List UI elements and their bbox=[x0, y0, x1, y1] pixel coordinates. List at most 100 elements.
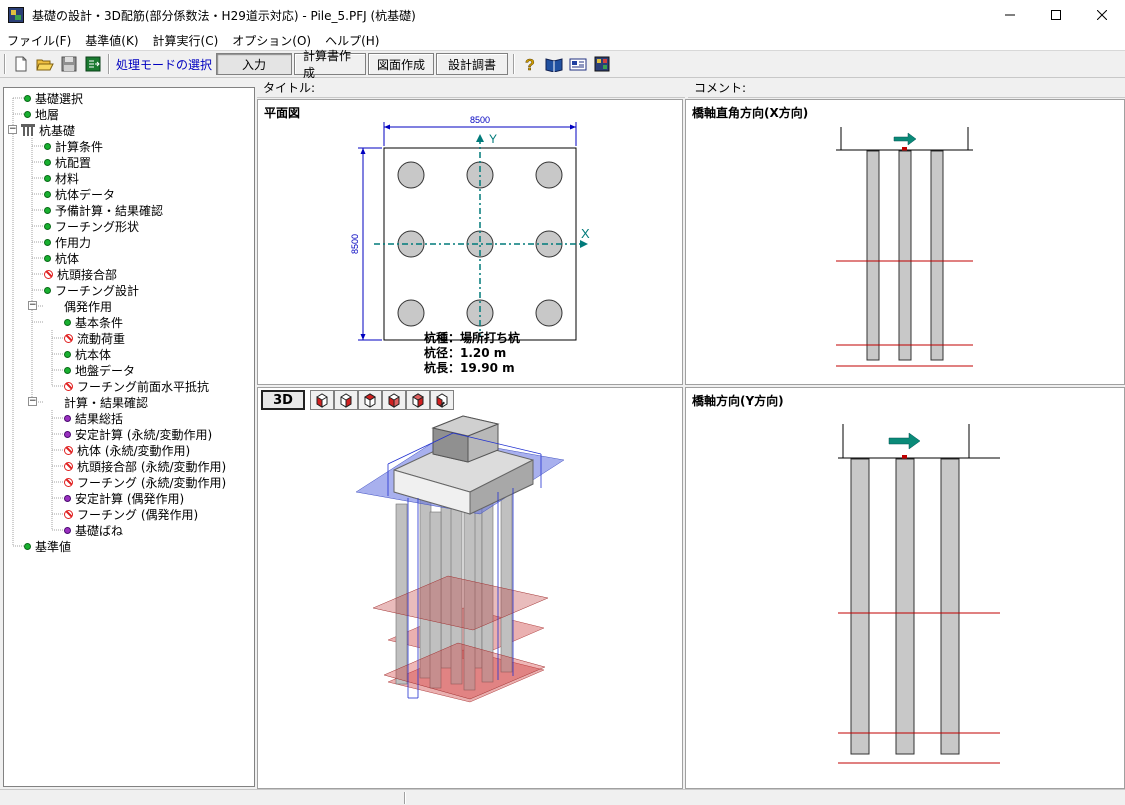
cube-back-icon bbox=[364, 393, 376, 408]
tree-item-footing-persistent[interactable]: フーチング (永続/変動作用) bbox=[64, 474, 226, 490]
pile-circle bbox=[535, 299, 563, 327]
tree-item-foundation-select[interactable]: 基礎選択 bbox=[24, 90, 83, 106]
pile-column bbox=[898, 150, 912, 361]
window-controls bbox=[987, 0, 1125, 30]
pile-columns bbox=[850, 458, 960, 755]
tree-item-standard-values[interactable]: 基準値 bbox=[24, 538, 71, 554]
width-dimension bbox=[383, 122, 577, 146]
3d-pile bbox=[429, 511, 442, 689]
menu-calculate[interactable]: 計算実行(C) bbox=[152, 33, 219, 48]
comment-header[interactable]: コメント: bbox=[688, 78, 1125, 98]
tree-item-pile-head-joint[interactable]: 杭頭接合部 bbox=[44, 266, 117, 282]
tree-item-accidental-action[interactable]: 偶発作用 bbox=[64, 299, 113, 314]
mode-report-button[interactable]: 計算書作成 bbox=[294, 49, 367, 80]
maximize-button[interactable] bbox=[1033, 0, 1079, 30]
tree-item-pile-main-body[interactable]: 杭本体 bbox=[64, 346, 111, 362]
view-left-button[interactable] bbox=[382, 390, 406, 410]
view-top-button[interactable] bbox=[406, 390, 430, 410]
status-complete-icon bbox=[44, 286, 51, 294]
mode-input-button[interactable]: 入力 bbox=[216, 53, 293, 75]
direction-arrow-icon bbox=[888, 432, 921, 450]
tree-item-calc-conditions[interactable]: 計算条件 bbox=[44, 138, 103, 154]
tree-item-footing-front-resistance[interactable]: フーチング前面水平抵抗 bbox=[64, 378, 209, 394]
status-complete-icon bbox=[44, 142, 51, 150]
mode-design-sheet-button[interactable]: 設計調書 bbox=[436, 53, 509, 75]
menu-standard-values[interactable]: 基準値(K) bbox=[85, 33, 139, 48]
tree-item-materials[interactable]: 材料 bbox=[44, 170, 79, 186]
new-file-button[interactable] bbox=[10, 53, 32, 75]
save-icon bbox=[61, 56, 77, 72]
y-axis-arrow bbox=[476, 134, 484, 142]
manual-button[interactable] bbox=[543, 53, 565, 75]
pile-diameter-text: 杭径：1.20 m bbox=[424, 345, 506, 360]
tree-item-pile-body[interactable]: 杭体 bbox=[44, 250, 79, 266]
tree-item-stability-accidental[interactable]: 安定計算 (偶発作用) bbox=[64, 490, 184, 506]
tree-item-footing-accidental[interactable]: フーチング (偶発作用) bbox=[64, 506, 198, 522]
tree-item-basic-conditions[interactable]: 基本条件 bbox=[64, 314, 123, 330]
status-not-set-icon bbox=[64, 445, 73, 455]
status-result-icon bbox=[64, 414, 71, 422]
tree-item-pile-head-persistent[interactable]: 杭頭接合部 (永続/変動作用) bbox=[64, 458, 226, 474]
svg-text:?: ? bbox=[525, 57, 535, 73]
card-icon bbox=[569, 58, 587, 71]
tree-item-acting-forces[interactable]: 作用力 bbox=[44, 234, 91, 250]
center-axes bbox=[374, 138, 584, 336]
pile-head-marker bbox=[902, 147, 907, 152]
status-complete-icon bbox=[44, 238, 51, 246]
book-icon bbox=[545, 58, 563, 72]
tree-item-preliminary-calc[interactable]: 予備計算・結果確認 bbox=[44, 202, 163, 218]
open-file-button[interactable] bbox=[34, 53, 56, 75]
tree-expander-results[interactable]: − bbox=[28, 396, 37, 406]
x-direction-view-panel: 橋軸直角方向(X方向) bbox=[685, 99, 1125, 385]
tree-item-strata[interactable]: 地層 bbox=[24, 106, 59, 122]
toolbar-separator-2 bbox=[513, 54, 516, 74]
mode-drawing-button[interactable]: 図面作成 bbox=[368, 53, 435, 75]
tree-item-ground-data[interactable]: 地盤データ bbox=[64, 362, 135, 378]
help-button[interactable]: ? bbox=[519, 53, 541, 75]
plan-view-title: 平面図 bbox=[264, 106, 301, 120]
width-dimension-label: 8500 bbox=[470, 115, 490, 125]
tree-item-stability-persistent[interactable]: 安定計算 (永続/変動作用) bbox=[64, 426, 212, 442]
tree-item-foundation-springs[interactable]: 基礎ばね bbox=[64, 522, 123, 538]
view-iso-button[interactable] bbox=[430, 390, 454, 410]
x-direction-title: 橋軸直角方向(X方向) bbox=[692, 106, 809, 120]
window-title: 基礎の設計・3D配筋(部分係数法・H29道示対応) - Pile_5.PFJ (… bbox=[32, 8, 416, 23]
tree-expander-accidental[interactable]: − bbox=[28, 300, 37, 310]
close-button[interactable] bbox=[1079, 0, 1125, 30]
tree-item-calc-results[interactable]: 計算・結果確認 bbox=[64, 395, 149, 410]
tree-item-flow-load[interactable]: 流動荷重 bbox=[64, 330, 125, 346]
save-button[interactable] bbox=[58, 53, 80, 75]
tree-item-footing-design[interactable]: フーチング設計 bbox=[44, 282, 139, 298]
status-result-icon bbox=[64, 526, 71, 534]
3d-toggle-button[interactable]: 3D bbox=[261, 390, 305, 410]
tree-item-pile-foundation[interactable]: 杭基礎 bbox=[21, 122, 75, 138]
view-front-button[interactable] bbox=[310, 390, 334, 410]
minimize-button[interactable] bbox=[987, 0, 1033, 30]
pile-column bbox=[895, 458, 915, 755]
menu-file[interactable]: ファイル(F) bbox=[7, 33, 72, 48]
toolbar-grip bbox=[4, 54, 6, 74]
about-button[interactable] bbox=[591, 53, 613, 75]
status-not-set-icon bbox=[64, 333, 73, 343]
export-button[interactable] bbox=[82, 53, 104, 75]
status-complete-icon bbox=[24, 542, 31, 550]
tree-item-pile-layout[interactable]: 杭配置 bbox=[44, 154, 91, 170]
view-back-button[interactable] bbox=[358, 390, 382, 410]
tree-item-pile-persistent[interactable]: 杭体 (永続/変動作用) bbox=[64, 442, 190, 458]
cube-front-icon bbox=[316, 393, 328, 408]
menu-options[interactable]: オプション(O) bbox=[232, 33, 312, 48]
tree-item-footing-shape[interactable]: フーチング形状 bbox=[44, 218, 139, 234]
tree-expander-pile-foundation[interactable]: − bbox=[8, 124, 17, 134]
status-complete-icon bbox=[24, 94, 31, 102]
status-complete-icon bbox=[44, 190, 51, 198]
y-direction-view-panel: 橋軸方向(Y方向) bbox=[685, 387, 1125, 789]
tree-item-pile-data[interactable]: 杭体データ bbox=[44, 186, 115, 202]
status-complete-icon bbox=[44, 222, 51, 230]
title-header[interactable]: タイトル: bbox=[257, 78, 685, 98]
tree-item-results-summary[interactable]: 結果総括 bbox=[64, 410, 123, 426]
export-icon bbox=[85, 56, 101, 72]
support-button[interactable] bbox=[567, 53, 589, 75]
menu-help[interactable]: ヘルプ(H) bbox=[325, 33, 380, 48]
3d-model-drawing bbox=[355, 415, 565, 703]
view-right-button[interactable] bbox=[334, 390, 358, 410]
